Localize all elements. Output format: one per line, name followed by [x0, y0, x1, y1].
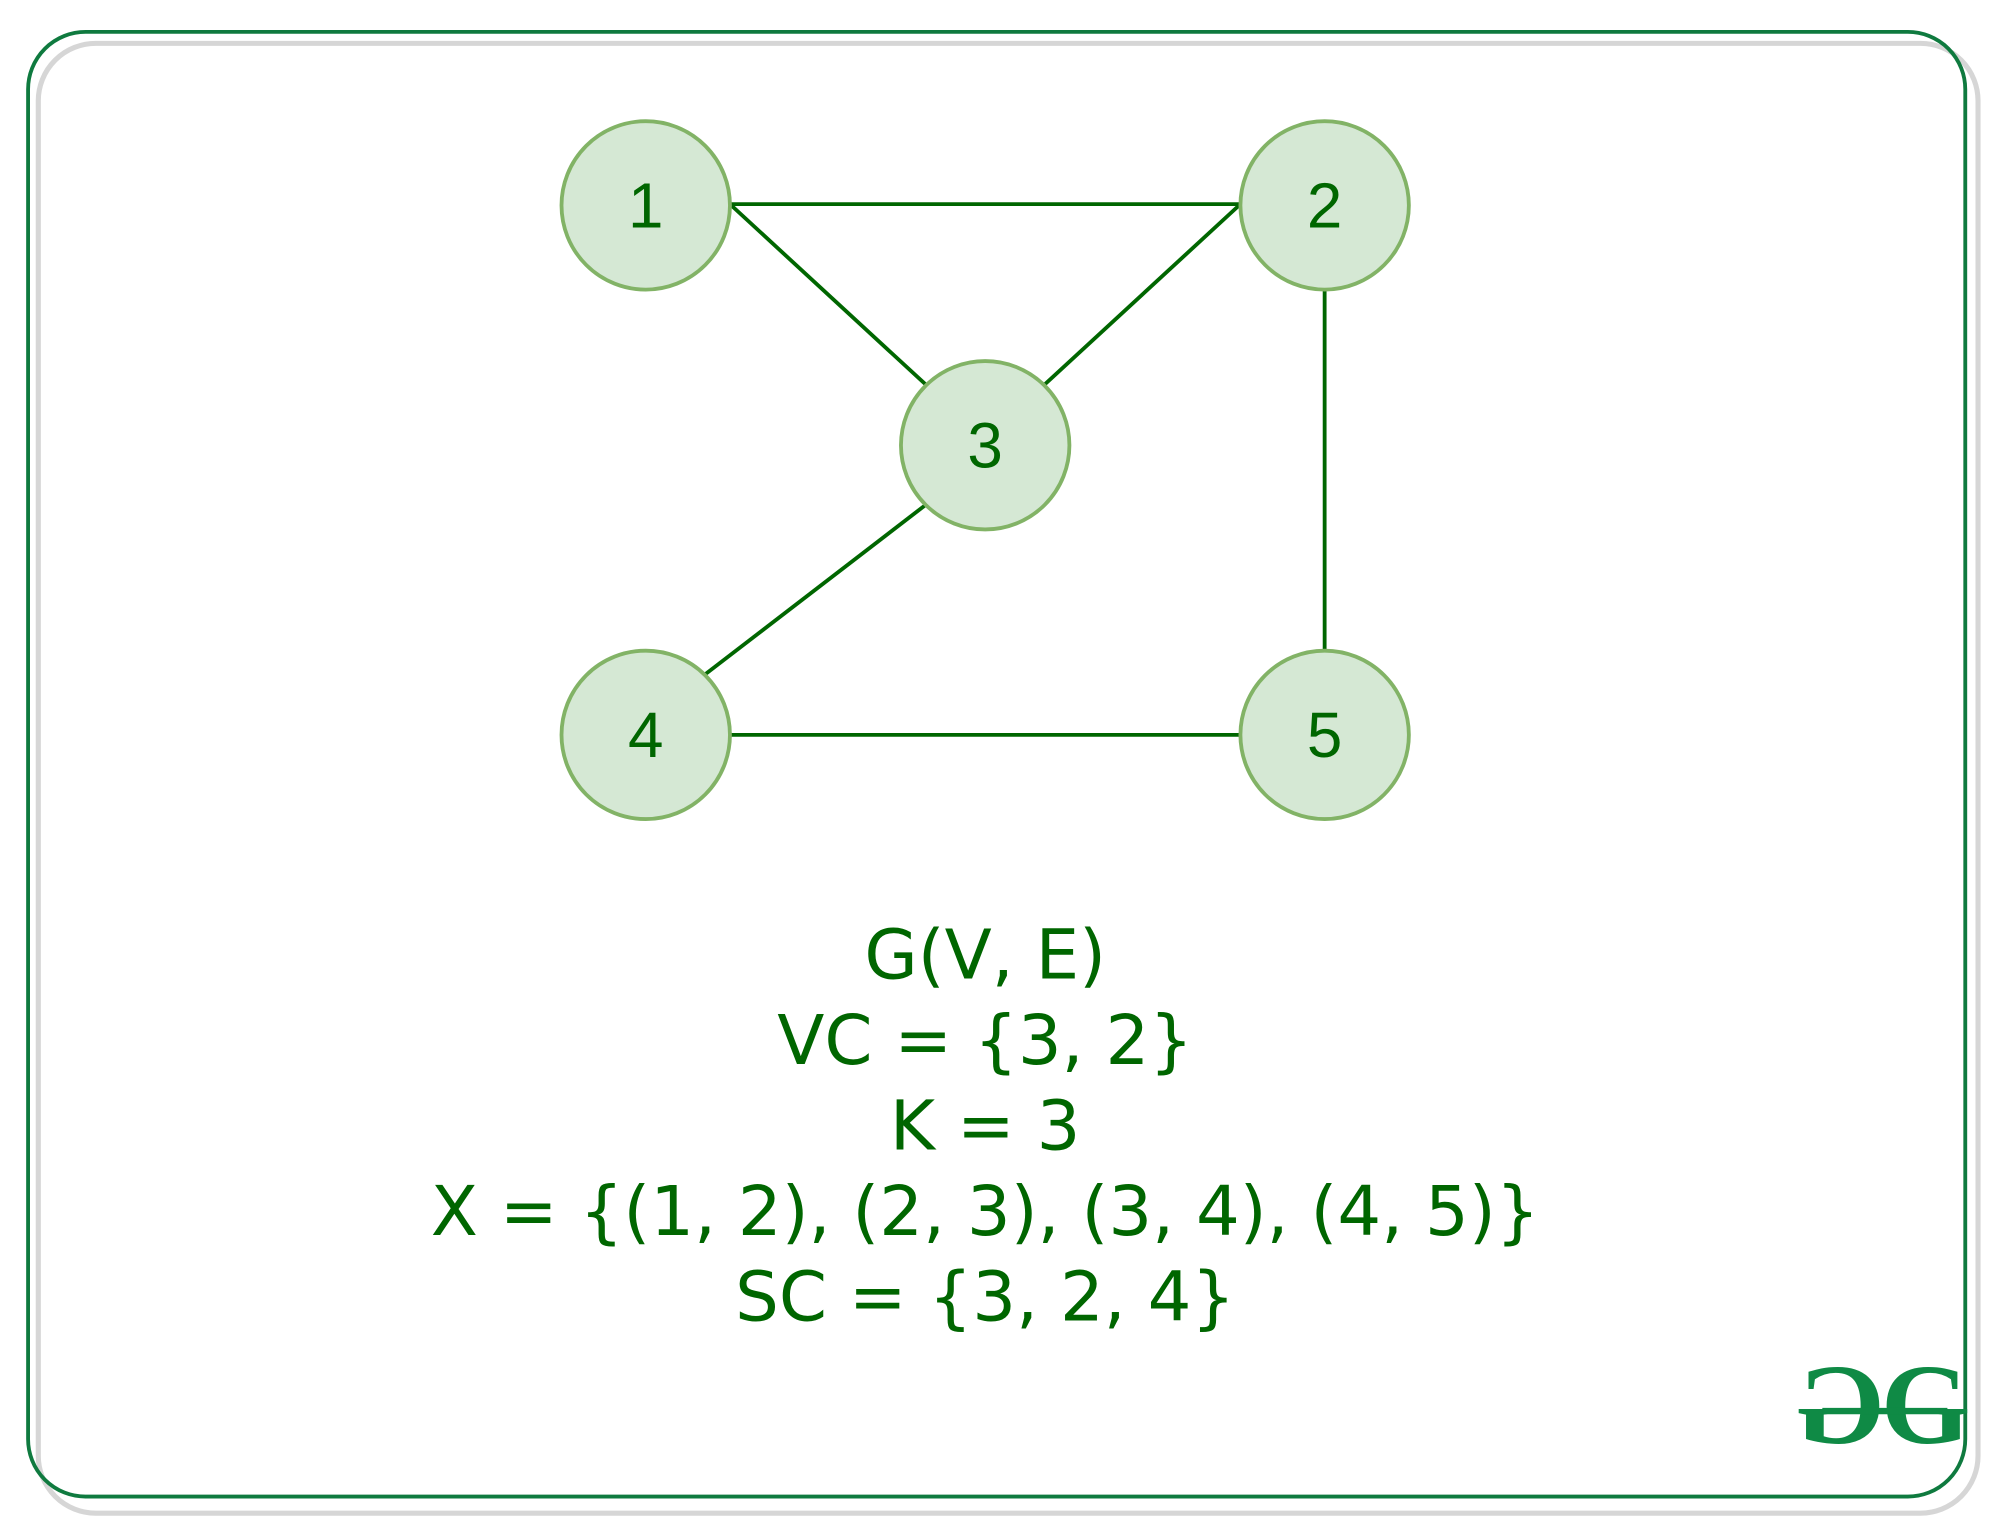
node-label: 2	[1307, 169, 1342, 241]
frame-border	[26, 29, 1968, 1499]
node-label: 5	[1307, 699, 1342, 771]
equation-k: K = 3	[890, 1087, 1081, 1167]
edge-1-3	[728, 202, 927, 386]
equation-set-cover: SC = {3, 2, 4}	[735, 1257, 1235, 1337]
equation-x: X = {(1, 2), (2, 3), (3, 4), (4, 5)}	[431, 1172, 1540, 1252]
equations: G(V, E) VC = {3, 2} K = 3 X = {(1, 2), (…	[431, 916, 1540, 1338]
equation-vertex-cover: VC = {3, 2}	[777, 1001, 1193, 1081]
frame-shadow	[35, 40, 1981, 1516]
edges	[703, 202, 1327, 737]
node-label: 3	[967, 409, 1002, 481]
node-1: 1	[559, 119, 732, 292]
node-3: 3	[899, 359, 1072, 532]
node-label: 4	[628, 699, 663, 771]
svg-text:G: G	[1796, 1341, 1885, 1468]
edge-2-3	[1043, 202, 1242, 386]
equation-graph: G(V, E)	[864, 916, 1106, 996]
node-2: 2	[1238, 119, 1411, 292]
node-5: 5	[1238, 648, 1411, 821]
node-label: 1	[628, 169, 663, 241]
gfg-logo: G G	[1796, 1341, 1971, 1468]
edge-3-4	[703, 503, 927, 677]
svg-text:G: G	[1881, 1341, 1970, 1468]
node-4: 4	[559, 648, 732, 821]
